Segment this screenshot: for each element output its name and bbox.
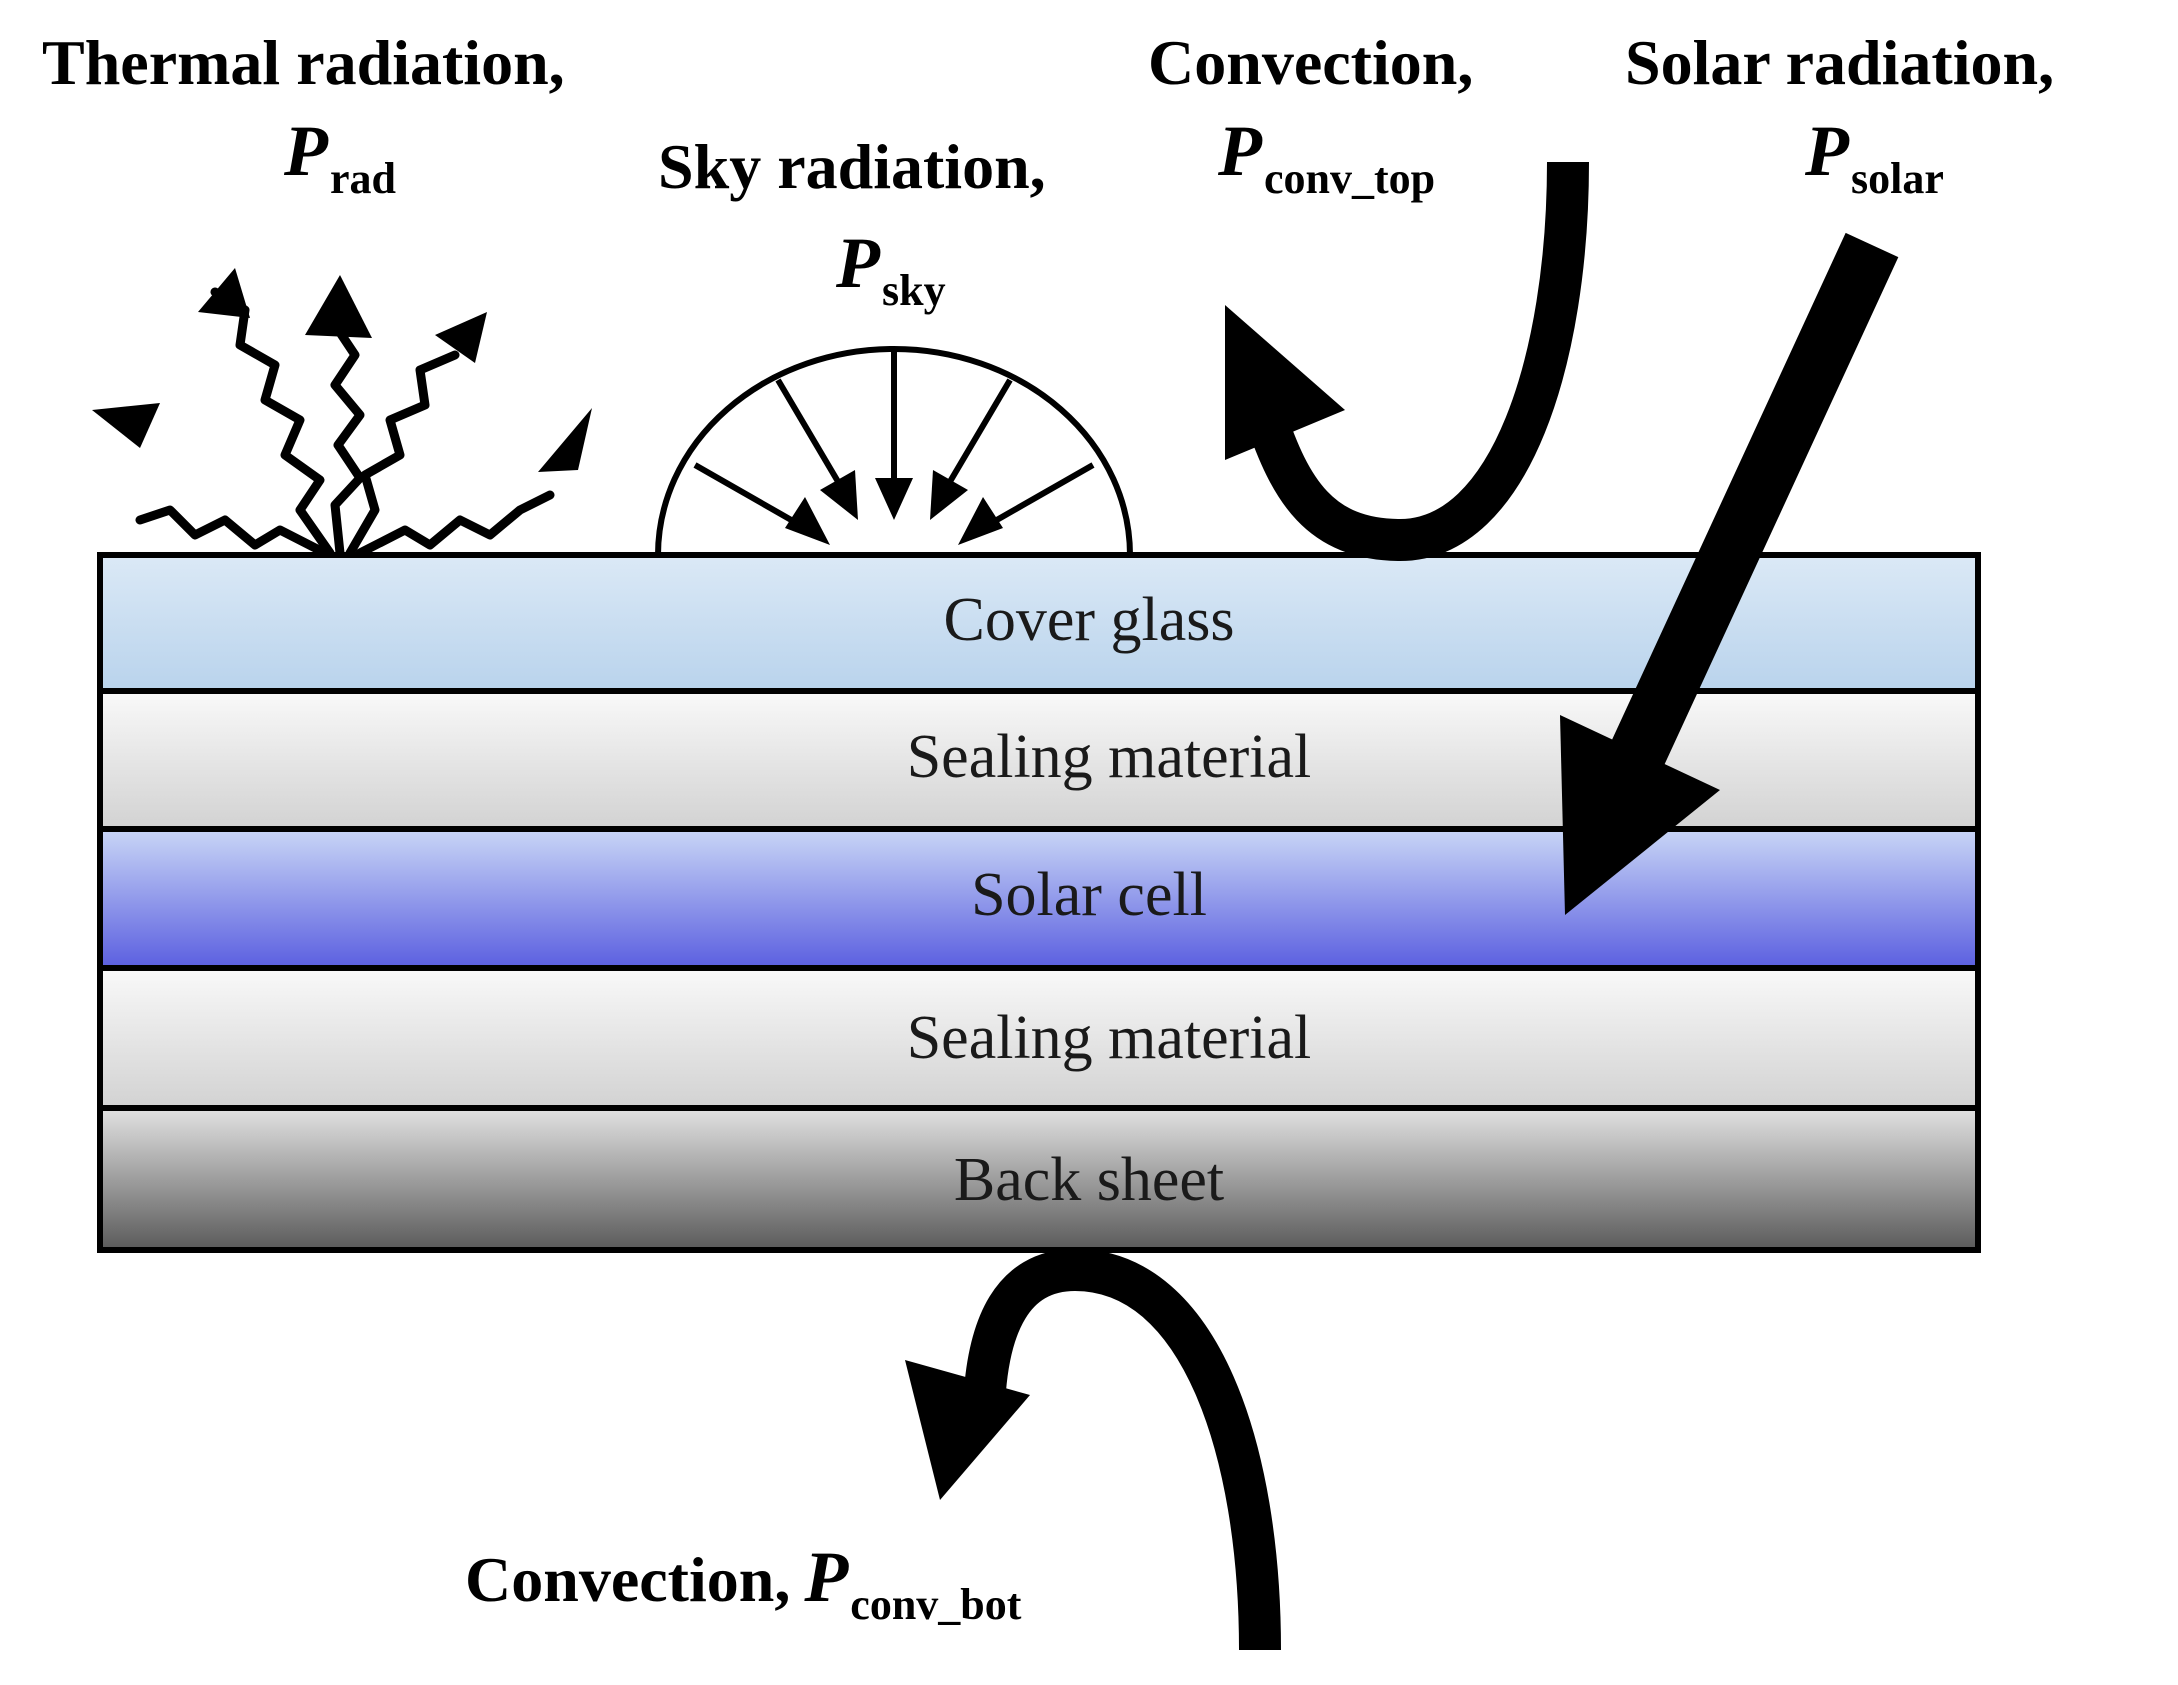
- sky-radiation-icon: [655, 346, 1133, 556]
- convection-top-label: Convection, Pconv_top: [1148, 27, 1474, 203]
- solar-radiation-arrow: [1560, 232, 1899, 915]
- thermal-radiation-icon: [135, 287, 555, 558]
- layer-stack: [97, 552, 1981, 1253]
- sky-radiation-label: Sky radiation, Psky: [658, 131, 1046, 315]
- convection-bottom-arrow: [905, 1248, 1281, 1651]
- layer-label-sealing-bottom: Sealing material: [906, 1004, 1312, 1072]
- solar-radiation-label: Solar radiation, Psolar: [1625, 27, 2055, 203]
- layer-label-cover-glass: Cover glass: [943, 586, 1235, 654]
- layer-label-back-sheet: Back sheet: [953, 1146, 1225, 1214]
- convection-top-arrow: [1225, 161, 1589, 562]
- thermal-radiation-label: Thermal radiation, Prad: [42, 27, 565, 203]
- layer-back-sheet: [97, 1105, 1981, 1253]
- sky-arrowheads: [785, 470, 1003, 545]
- layer-label-solar-cell: Solar cell: [971, 861, 1207, 929]
- thermal-arrowheads: [92, 268, 592, 472]
- layer-sealing-bottom: [97, 965, 1981, 1111]
- layer-label-sealing-top: Sealing material: [906, 723, 1312, 791]
- convection-bottom-label: Convection, Pconv_bot: [465, 1537, 1022, 1629]
